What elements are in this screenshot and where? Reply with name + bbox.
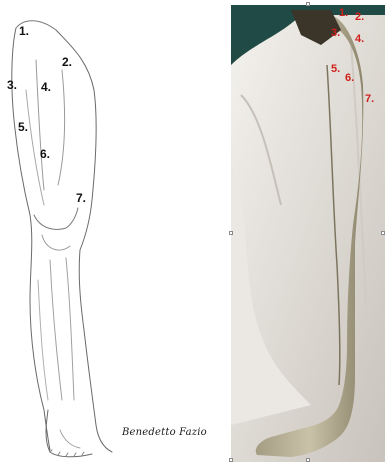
photo-label-1: 1. <box>339 7 348 19</box>
photo-label-4: 4. <box>355 33 364 45</box>
artist-signature: Benedetto Fazio <box>122 427 207 438</box>
selection-handle-right[interactable] <box>381 231 385 235</box>
sketch-label-4: 4. <box>41 80 51 94</box>
sketch-label-6: 6. <box>40 147 50 161</box>
sketch-label-5: 5. <box>18 120 28 134</box>
sketch-label-7: 7. <box>76 191 86 205</box>
leg-photo <box>231 5 385 462</box>
leg-photo-panel: 1. 2. 3. 4. 5. 6. 7. <box>231 5 385 462</box>
selection-handle-top[interactable] <box>306 2 310 6</box>
selection-handle-bottom[interactable] <box>306 458 310 462</box>
leg-sketch-panel: 1. 2. 3. 4. 5. 6. 7. Benedetto Fazio <box>0 0 230 462</box>
photo-label-5: 5. <box>331 63 340 75</box>
photo-label-2: 2. <box>355 11 364 23</box>
photo-label-3: 3. <box>331 27 340 39</box>
photo-label-6: 6. <box>345 72 354 84</box>
selection-handle-bottom-left[interactable] <box>229 458 233 462</box>
sketch-label-2: 2. <box>62 55 72 69</box>
sketch-label-3: 3. <box>7 78 17 92</box>
leg-sketch-drawing <box>0 0 230 462</box>
selection-handle-left[interactable] <box>229 231 233 235</box>
photo-label-7: 7. <box>365 93 374 105</box>
sketch-label-1: 1. <box>19 24 29 38</box>
